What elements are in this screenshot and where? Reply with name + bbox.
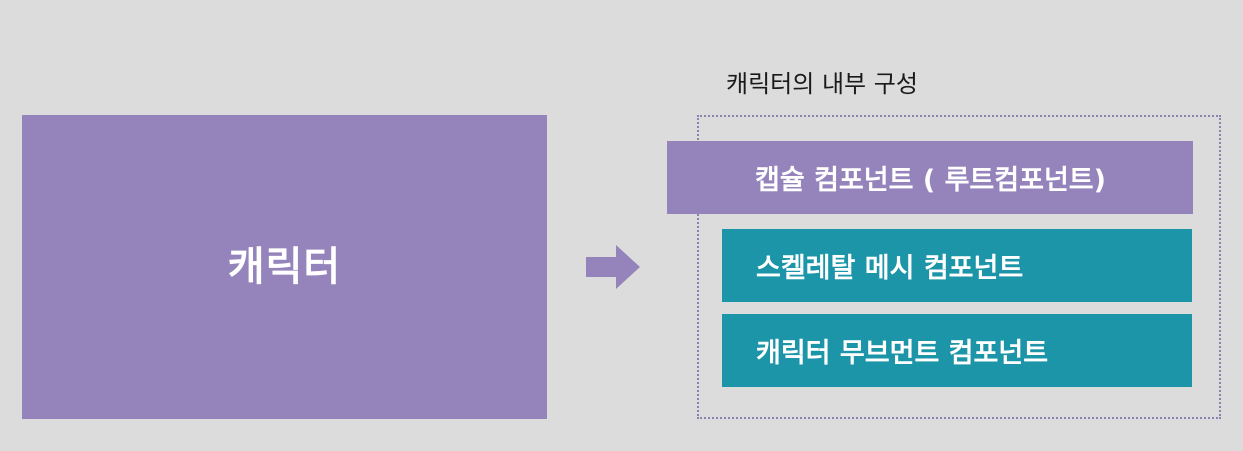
- internal-structure-title: 캐릭터의 내부 구성: [726, 70, 918, 98]
- character-label: 캐릭터: [227, 244, 342, 290]
- capsule-component-label: 캡슐 컴포넌트 ( 루트컴포넌트): [755, 165, 1106, 196]
- skeletal-mesh-component-label: 스켈레탈 메시 컴포넌트: [756, 253, 1024, 284]
- internal-structure-frame: [697, 115, 1221, 419]
- character-box: 캐릭터: [22, 115, 547, 419]
- capsule-component-box: 캡슐 컴포넌트 ( 루트컴포넌트): [667, 141, 1193, 214]
- skeletal-mesh-component-box: 스켈레탈 메시 컴포넌트: [722, 229, 1192, 302]
- right-arrow-icon: [586, 245, 640, 289]
- character-movement-component-box: 캐릭터 무브먼트 컴포넌트: [722, 314, 1192, 387]
- character-movement-component-label: 캐릭터 무브먼트 컴포넌트: [756, 338, 1049, 369]
